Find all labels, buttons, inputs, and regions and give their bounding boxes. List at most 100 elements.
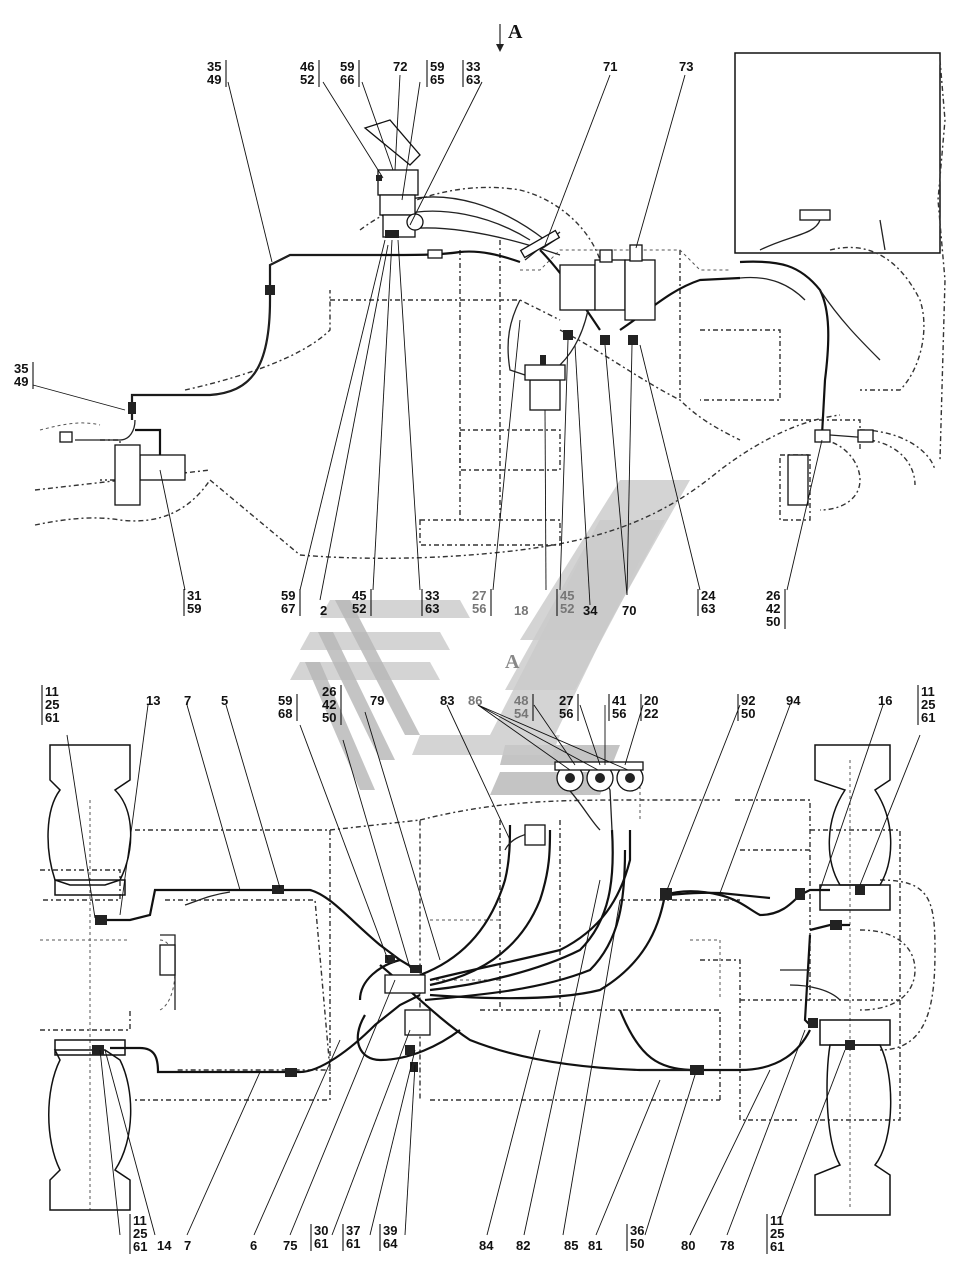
callout-number: 52 <box>560 601 574 616</box>
callout-number: 73 <box>679 59 693 74</box>
callout-number: 66 <box>340 72 354 87</box>
callout-number: 7 <box>184 693 191 708</box>
callout-number: 59 <box>281 588 295 603</box>
view-arrow-top: A <box>496 21 523 52</box>
callout-t8: 73 <box>679 59 693 74</box>
callout-number: 65 <box>430 72 444 87</box>
callout-number: 31 <box>187 588 201 603</box>
callout-number: 56 <box>472 601 486 616</box>
callout-number: 63 <box>425 601 439 616</box>
callout-number: 48 <box>514 693 528 708</box>
callout-number: 59 <box>278 693 292 708</box>
callout-number: 16 <box>878 693 892 708</box>
callout-b20: 7 <box>184 1238 191 1253</box>
callout-number: 36 <box>630 1223 644 1238</box>
bottom-view-components <box>92 761 865 1077</box>
callout-number: 61 <box>45 710 59 725</box>
callout-number: 64 <box>383 1236 398 1251</box>
callout-number: 45 <box>352 588 366 603</box>
callout-number: 27 <box>559 693 573 708</box>
callout-number: 70 <box>622 603 636 618</box>
callout-number: 2 <box>320 603 327 618</box>
callout-number: 35 <box>14 361 28 376</box>
callout-number: 78 <box>720 1238 734 1253</box>
callout-number: 41 <box>612 693 626 708</box>
callout-b8: 83 <box>440 693 454 708</box>
callout-number: 94 <box>786 693 801 708</box>
callout-number: 24 <box>701 588 716 603</box>
callout-number: 25 <box>770 1226 784 1241</box>
callout-b27: 82 <box>516 1238 530 1253</box>
callout-number: 67 <box>281 601 295 616</box>
watermark-logo <box>290 480 690 795</box>
callout-number: 52 <box>300 72 314 87</box>
callout-number: 59 <box>340 59 354 74</box>
view-marker-top: A <box>508 21 523 43</box>
callout-number: 50 <box>322 710 336 725</box>
callout-number: 30 <box>314 1223 328 1238</box>
top-view-pipes <box>75 196 886 470</box>
callout-b2: 13 <box>146 693 160 708</box>
callout-t7: 71 <box>603 59 617 74</box>
callout-b32: 78 <box>720 1238 734 1253</box>
callout-t19: 70 <box>622 603 636 618</box>
callout-number: 61 <box>133 1239 147 1254</box>
callout-number: 20 <box>644 693 658 708</box>
callout-number: 50 <box>741 706 755 721</box>
callout-number: 80 <box>681 1238 695 1253</box>
callout-number: 7 <box>184 1238 191 1253</box>
callout-number: 11 <box>45 684 59 699</box>
callout-number: 26 <box>766 588 780 603</box>
callout-number: 11 <box>770 1213 784 1228</box>
callout-number: 33 <box>466 59 480 74</box>
callout-number: 72 <box>393 59 407 74</box>
callout-number: 27 <box>472 588 486 603</box>
bottom-view-pipes <box>105 769 850 1074</box>
callout-number: 75 <box>283 1238 297 1253</box>
callout-number: 46 <box>300 59 314 74</box>
callout-number: 59 <box>187 601 201 616</box>
callout-number: 56 <box>559 706 573 721</box>
callout-number: 63 <box>466 72 480 87</box>
callout-number: 49 <box>207 72 221 87</box>
callout-number: 61 <box>921 710 935 725</box>
callout-number: 83 <box>440 693 454 708</box>
callout-b21: 6 <box>250 1238 257 1253</box>
callout-number: 81 <box>588 1238 602 1253</box>
bottom-view-chassis-outline <box>40 760 936 1210</box>
callout-b16: 16 <box>878 693 892 708</box>
callout-number: 26 <box>322 684 336 699</box>
callout-number: 61 <box>770 1239 784 1254</box>
callout-number: 61 <box>314 1236 328 1251</box>
callout-b15: 94 <box>786 693 801 708</box>
callout-number: 6 <box>250 1238 257 1253</box>
callout-b7: 79 <box>370 693 384 708</box>
callout-number: 59 <box>430 59 444 74</box>
callout-number: 82 <box>516 1238 530 1253</box>
top-view-leaders <box>32 74 823 606</box>
callout-number: 85 <box>564 1238 578 1253</box>
top-view-components <box>59 119 874 506</box>
callout-number: 71 <box>603 59 617 74</box>
bottom-view-leaders <box>66 704 921 1236</box>
callout-number: 5 <box>221 693 228 708</box>
